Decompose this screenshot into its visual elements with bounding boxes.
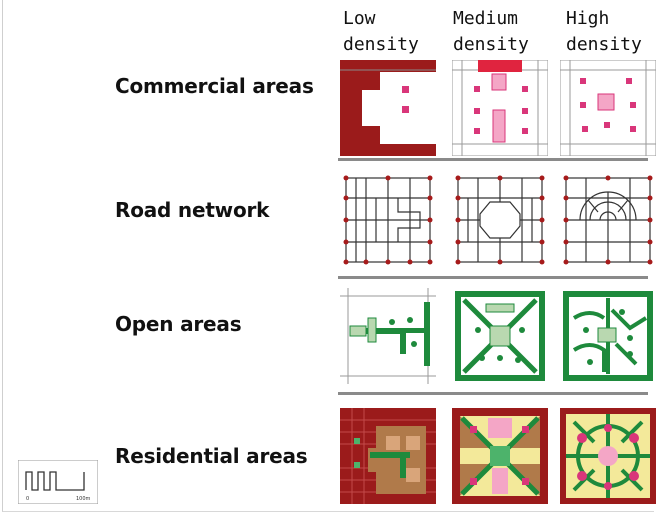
row-separator: [338, 276, 648, 279]
column-header-low: Low density: [343, 6, 453, 58]
residential-high-tile: [560, 408, 656, 504]
road-low-tile: [343, 175, 433, 265]
column-header-high: High density: [566, 6, 656, 58]
road-medium-tile: [455, 175, 545, 265]
scale-start-label: 0: [26, 496, 29, 502]
commercial-low-tile: [340, 60, 436, 156]
residential-medium-tile: [452, 408, 548, 504]
scale-end-label: 100m: [76, 496, 91, 502]
row-separator: [338, 158, 648, 161]
commercial-high-tile: [560, 60, 656, 156]
row-label-open: Open areas: [115, 312, 242, 336]
row-label-commercial: Commercial areas: [115, 74, 314, 98]
open-medium-tile: [455, 291, 545, 381]
column-header-line1: High: [566, 8, 610, 29]
column-header-line2: density: [453, 34, 529, 55]
road-high-tile: [563, 175, 653, 265]
row-label-road: Road network: [115, 198, 270, 222]
column-header-medium: Medium density: [453, 6, 563, 58]
commercial-medium-tile: [452, 60, 548, 156]
row-label-residential: Residential areas: [115, 444, 308, 468]
column-header-line2: density: [566, 34, 642, 55]
open-low-tile: [340, 288, 436, 384]
open-high-tile: [563, 291, 653, 381]
column-header-line1: Low: [343, 8, 376, 29]
scale-bar: 0 100m: [18, 460, 98, 504]
column-header-line2: density: [343, 34, 419, 55]
residential-low-tile: [340, 408, 436, 504]
row-separator: [338, 392, 648, 395]
column-header-line1: Medium: [453, 8, 519, 29]
